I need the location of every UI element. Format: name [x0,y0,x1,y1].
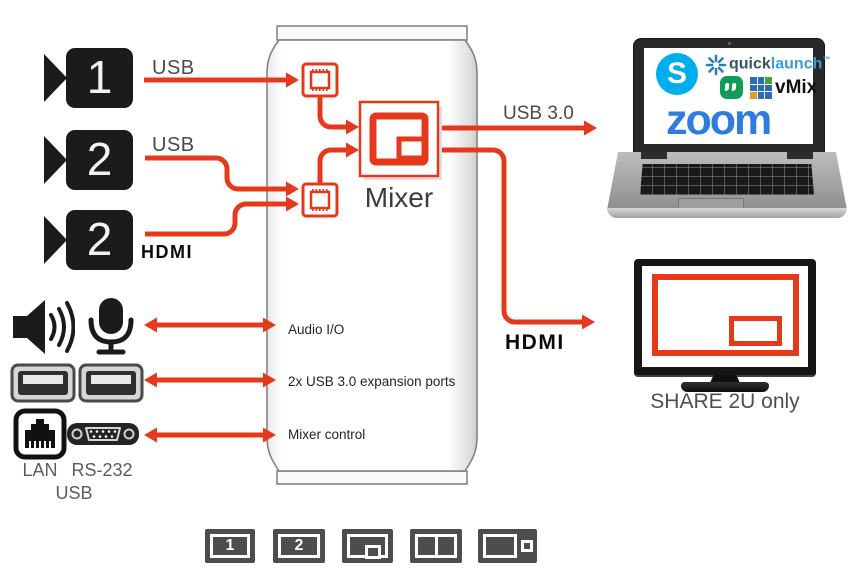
scene-camera-1-fullscreen: 1 [205,529,255,563]
laptop-front-edge [607,208,847,218]
tv-screen [642,266,808,367]
arrowheads [144,72,597,443]
webcam-icon [728,42,731,45]
frame-icon [278,534,320,558]
wire-chip1-mixer [317,95,346,130]
processor-chip-icon-2 [301,182,339,218]
scene-2-label: 2 [294,537,304,554]
skype-icon: S [656,53,698,95]
laptop-hinge [787,152,813,159]
split-divider-icon [434,534,438,558]
camera-3-connection-label: HDMI [141,242,193,262]
quicklaunch-quick-text: quick [729,55,771,73]
vmix-grid-icon [750,77,772,99]
serial-db9-icon [67,423,139,445]
usb-port-icon [78,363,144,403]
processor-chip-icon-1 [301,62,339,98]
tv-stand-base [681,382,769,392]
tv-bezel [634,259,816,377]
camera-2-connection-label: USB [152,134,195,156]
laptop-hinge [641,152,667,159]
ethernet-jack-icon [13,408,67,460]
pip-inset-icon [729,316,782,346]
pip-inset-icon [365,545,381,559]
vmix-logo: vMix [775,77,818,98]
quicklaunch-logo: quicklaunch™ [729,55,830,73]
frame-icon [210,534,250,558]
wire-chip2-mixer [317,147,346,184]
wire-hdmi-output [438,147,582,325]
camera-1-connection-label: USB [152,57,195,79]
wires [144,77,584,438]
usb-control-label: USB [55,483,93,503]
side-window-icon [521,540,533,552]
quicklaunch-launch-text: launch [770,55,823,73]
scene-1-label: 1 [225,537,235,554]
share-display: SHARE 2U only [634,259,816,414]
camera-2-number: 2 [66,130,133,190]
main-window-icon [483,534,517,558]
zoom-logo: zoom [666,96,772,144]
speaker-icon [13,300,75,354]
scene-side-by-side [410,529,462,563]
rs232-label: RS-232 [71,460,133,480]
wire-camera2-usb [145,155,286,192]
audio-io-label: Audio I/O [288,322,345,337]
laptop-display: S quicklaunch™ [644,48,830,144]
scene-picture-in-picture [342,529,393,563]
microphone-icon [88,298,134,355]
scene-picture-by-picture [478,529,537,563]
laptop-keyboard [640,164,814,195]
laptop-base [607,152,847,218]
usb3-output-label: USB 3.0 [503,103,574,124]
quote-mark [731,82,737,92]
hdmi-output-label: HDMI [505,331,565,354]
share-display-caption: SHARE 2U only [650,390,800,413]
usb-port-icon [10,363,76,403]
trademark-symbol: ™ [822,55,831,64]
usb-expansion-label: 2x USB 3.0 expansion ports [288,374,456,389]
tv-stand-neck [710,375,740,383]
wire-camera2-hdmi [145,201,286,237]
mixer-control-label: Mixer control [288,427,366,442]
mixer-icon [358,100,442,180]
share-unit-enclosure [266,25,478,485]
hangouts-icon [720,76,743,99]
camera-3-number: 2 [66,210,133,270]
lan-label: LAN [22,460,58,480]
quicklaunch-star-icon [705,54,727,76]
laptop-screen-bezel: S quicklaunch™ [633,38,830,155]
laptop: S quicklaunch™ [607,38,847,222]
mixer-title: Mixer [364,182,434,213]
quote-mark [724,82,730,92]
pip-window-icon [652,274,799,356]
scene-camera-2-fullscreen: 2 [273,529,325,563]
camera-1-number: 1 [66,48,133,108]
